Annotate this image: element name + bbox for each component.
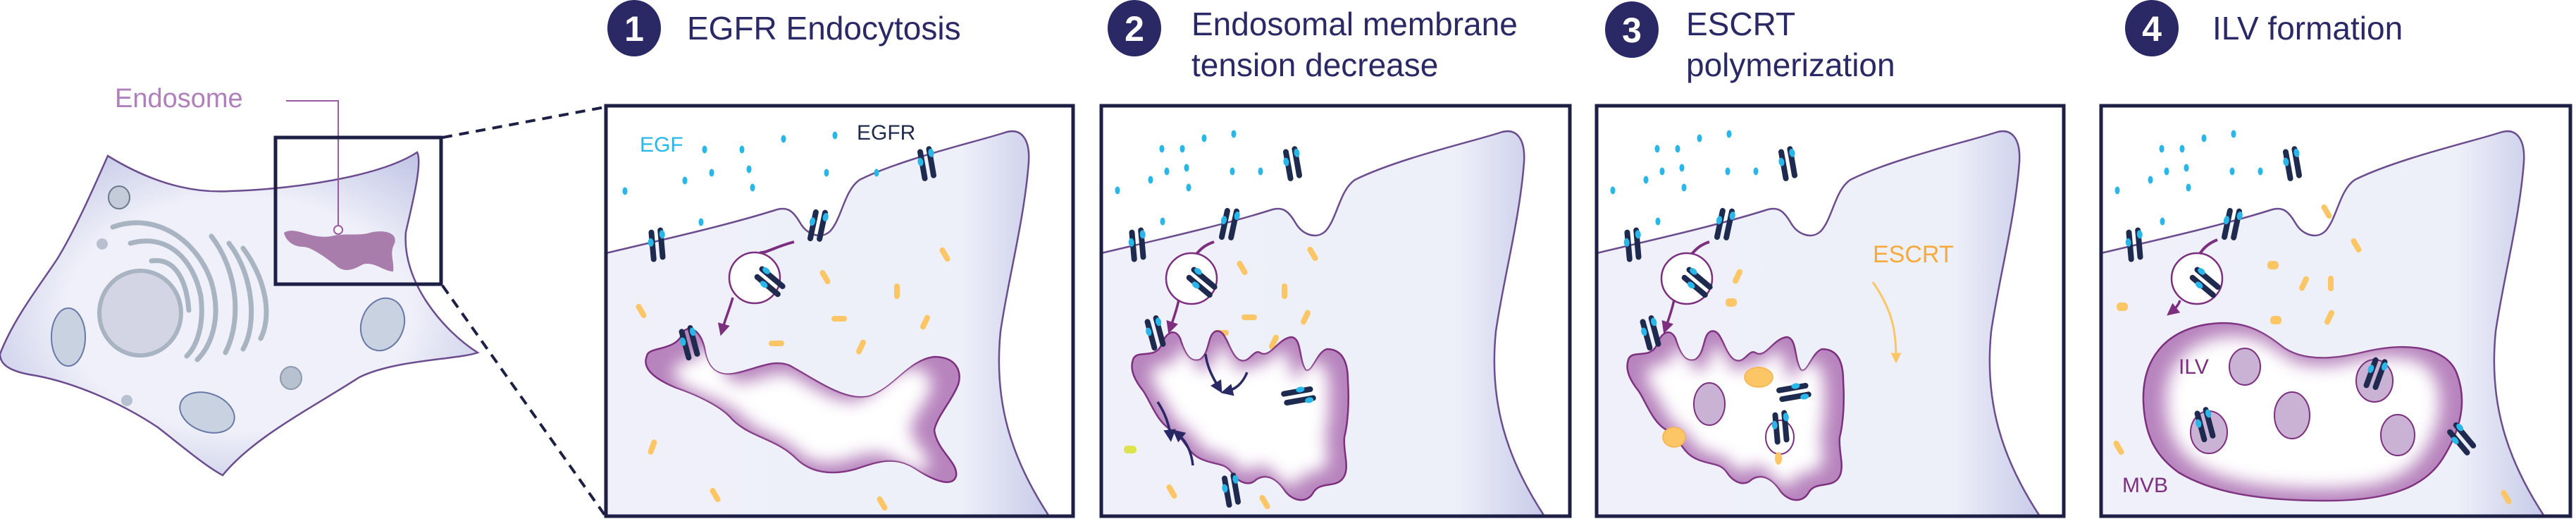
overview-endosome — [284, 231, 395, 271]
panel-3-escrt-polymerization: ESCRT — [1594, 104, 2066, 518]
escrt-recruitment-arrow — [1871, 281, 1902, 364]
mitochondrion — [359, 297, 406, 352]
zoom-box — [273, 135, 443, 286]
panel-frame — [604, 104, 1075, 518]
mitochondrion — [179, 391, 235, 434]
step-title: ILV formation — [2212, 10, 2403, 47]
trafficking-arrow — [1661, 299, 1676, 334]
step-number: 3 — [1622, 11, 1642, 50]
panel-frame — [1099, 104, 1572, 518]
mitochondrion — [51, 307, 86, 367]
ilv-bud — [1693, 382, 1726, 426]
panel-frame — [2099, 104, 2572, 518]
trafficking-arrow — [717, 297, 734, 336]
ilv — [2274, 391, 2310, 439]
step-badge — [1605, 1, 1659, 58]
egf-ligands — [1115, 130, 1263, 226]
panel-4-ilv-formation: ILV MVB — [2099, 104, 2572, 518]
mvb-label: MVB — [2122, 474, 2168, 497]
step-badge — [2125, 0, 2179, 56]
step-2-header: 2 Endosomal membrane tension decrease — [1108, 0, 1518, 83]
panel-1-egfr-endocytosis: EGF EGFR — [604, 104, 1075, 518]
trafficking-arrow — [2167, 300, 2181, 316]
egfr-receptor — [1776, 145, 1800, 182]
step-1-header: 1 EGFR Endocytosis — [607, 0, 961, 56]
endosome-leader-line — [286, 100, 339, 227]
overview-cell: Endosome — [0, 84, 606, 516]
zoom-guide-top — [442, 106, 605, 139]
ilv — [2380, 414, 2415, 456]
escrt-label: ESCRT — [1873, 241, 1954, 268]
egfr-receptor — [1281, 145, 1304, 182]
step-title-line-2: polymerization — [1686, 47, 1895, 83]
endocytosis-arrow — [759, 240, 795, 255]
escrt-complex — [1662, 427, 1686, 448]
step-3-header: 3 ESCRT polymerization — [1605, 1, 1895, 83]
zoom-guide-bottom — [441, 284, 606, 516]
panel-2-membrane-tension — [1099, 104, 1572, 518]
escrt-complex — [1744, 367, 1773, 388]
vesicle — [108, 185, 130, 209]
escrt-complex — [1775, 452, 1782, 465]
step-badge — [607, 0, 661, 56]
step-4-header: 4 ILV formation — [2125, 0, 2403, 56]
nucleus — [97, 269, 183, 358]
step-title-line-2: tension decrease — [1191, 47, 1438, 83]
endosome-label: Endosome — [115, 84, 243, 114]
cell-outline — [0, 151, 480, 477]
step-number: 1 — [624, 9, 644, 49]
ilv — [2229, 348, 2261, 386]
egfr-label: EGFR — [857, 121, 915, 145]
golgi — [110, 220, 269, 362]
egfr-receptor — [2281, 145, 2304, 182]
panel-frame — [1594, 104, 2066, 518]
step-title-line-1: Endosomal membrane — [1191, 6, 1518, 42]
step-number: 4 — [2142, 9, 2162, 49]
yellow-particles — [1726, 268, 1744, 307]
yellow-particles — [2112, 203, 2513, 506]
step-badge — [1108, 0, 1161, 56]
egf-ligands — [1610, 130, 1759, 226]
egf-label: EGF — [640, 133, 683, 157]
tension-arrows — [1156, 353, 1249, 466]
step-title: EGFR Endocytosis — [687, 10, 961, 47]
step-title-line-1: ESCRT — [1686, 6, 1795, 42]
step-number: 2 — [1125, 9, 1144, 49]
ilv-label: ILV — [2179, 355, 2209, 379]
yellow-particles — [1124, 245, 1319, 511]
trafficking-arrow — [1166, 299, 1180, 334]
